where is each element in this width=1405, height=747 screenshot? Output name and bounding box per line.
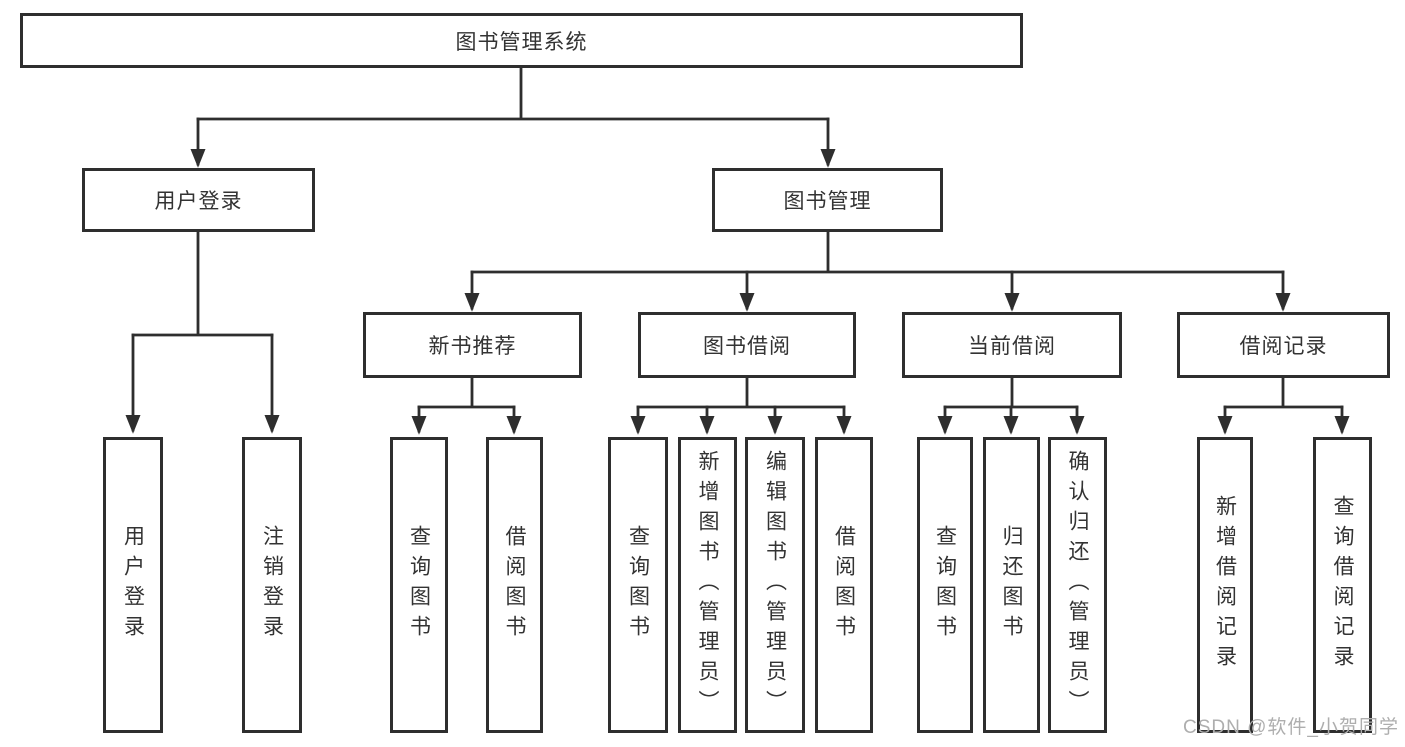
- leaf-query-books-recommend: 查询图书: [390, 437, 448, 733]
- leaf-borrow-books-recommend: 借阅图书: [486, 437, 543, 733]
- node-book-borrow: 图书借阅: [638, 312, 856, 378]
- leaf-query-books-borrow-label: 查询图书: [626, 525, 650, 645]
- leaf-query-books-borrow: 查询图书: [608, 437, 668, 733]
- node-new-book-recommend: 新书推荐: [363, 312, 582, 378]
- leaf-add-borrow-record: 新增借阅记录: [1197, 437, 1253, 733]
- csdn-watermark: CSDN @软件_小贺同学: [1183, 717, 1399, 738]
- node-book-management: 图书管理: [712, 168, 943, 232]
- leaf-user-login: 用户登录: [103, 437, 163, 733]
- leaf-confirm-return-admin: 确认归还（管理员）: [1048, 437, 1107, 733]
- leaf-borrow-books: 借阅图书: [815, 437, 873, 733]
- node-borrow-records: 借阅记录: [1177, 312, 1390, 378]
- leaf-query-books-current-label: 查询图书: [933, 525, 957, 645]
- leaf-confirm-return-admin-label: 确认归还（管理员）: [1066, 450, 1089, 720]
- leaf-return-books-label: 归还图书: [1000, 525, 1023, 645]
- node-current-borrow: 当前借阅: [902, 312, 1122, 378]
- leaf-add-books-admin: 新增图书（管理员）: [678, 437, 737, 733]
- leaf-query-borrow-record: 查询借阅记录: [1313, 437, 1372, 733]
- node-user-login: 用户登录: [82, 168, 315, 232]
- leaf-edit-books-admin: 编辑图书（管理员）: [745, 437, 805, 733]
- leaf-return-books: 归还图书: [983, 437, 1040, 733]
- leaf-query-books-recommend-label: 查询图书: [407, 525, 431, 645]
- node-library-management-system: 图书管理系统: [20, 13, 1023, 68]
- leaf-borrow-books-label: 借阅图书: [832, 525, 856, 645]
- leaf-logout-label: 注销登录: [260, 525, 284, 645]
- leaf-edit-books-admin-label: 编辑图书（管理员）: [763, 450, 787, 720]
- leaf-add-books-admin-label: 新增图书（管理员）: [696, 450, 719, 720]
- leaf-query-books-current: 查询图书: [917, 437, 973, 733]
- leaf-logout: 注销登录: [242, 437, 302, 733]
- leaf-borrow-books-recommend-label: 借阅图书: [503, 525, 526, 645]
- leaf-add-borrow-record-label: 新增借阅记录: [1213, 495, 1237, 675]
- leaf-query-borrow-record-label: 查询借阅记录: [1331, 495, 1354, 675]
- leaf-user-login-label: 用户登录: [121, 525, 145, 645]
